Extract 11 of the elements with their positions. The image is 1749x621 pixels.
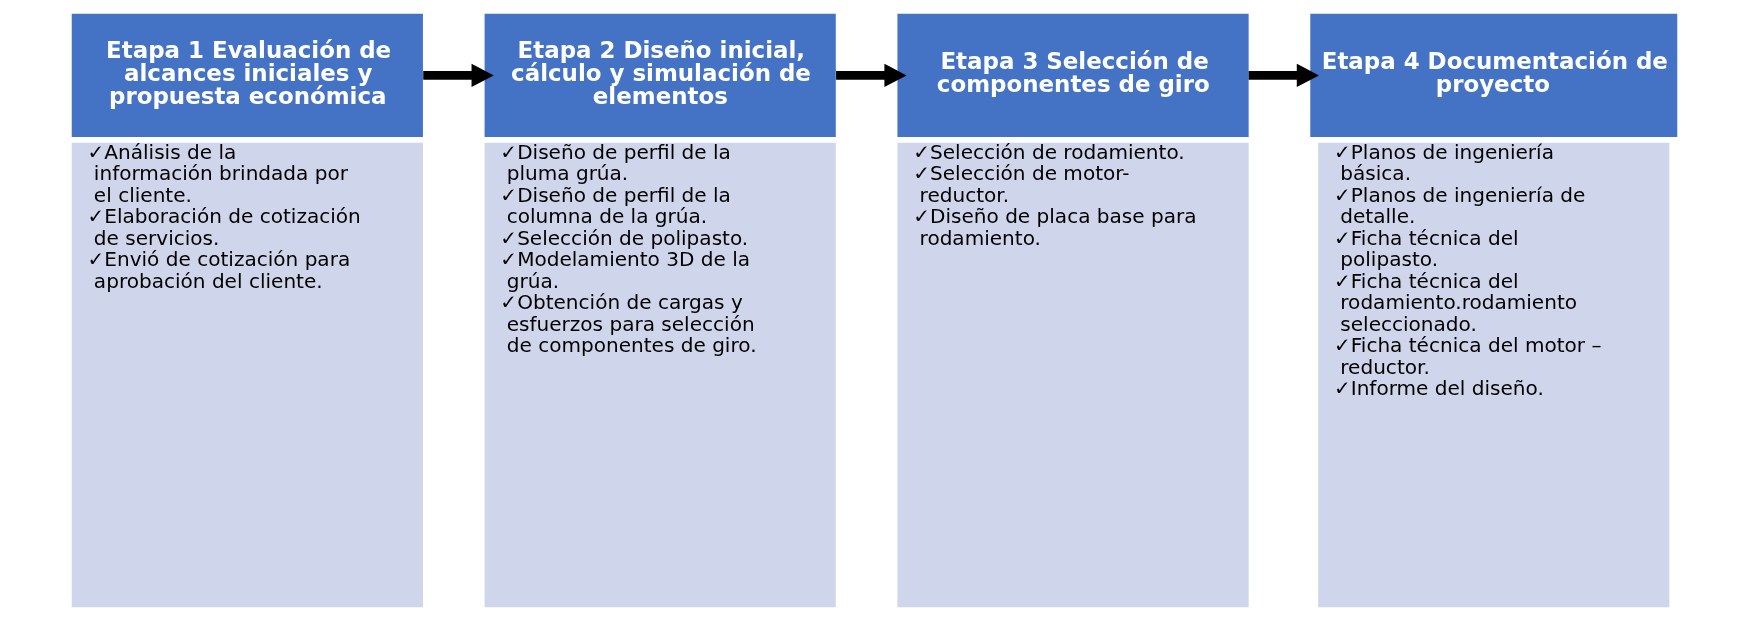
- node-box: ✓Planos de ingeniería básica. ✓Planos de ingeniería de detalle. ✓Ficha técnica del polipasto. ✓Ficha técnica del rodamiento.rodamiento seleccionado. ✓Ficha técnica del motor – reductor. ✓Informe del diseño.: [1318, 142, 1670, 608]
- node-box: Etapa 4 Documentación de proyecto: [1310, 13, 1678, 138]
- arrow: [836, 63, 907, 88]
- node-box: ✓Selección de rodamiento. ✓Selección de motor-reductor. ✓Diseño de placa base para rodamiento.: [897, 142, 1249, 608]
- node-box: Etapa 3 Selección de componentes de giro: [897, 13, 1249, 138]
- arrow: [1248, 63, 1319, 88]
- node-box: ✓Diseño de perfil de la pluma grúa. ✓Diseño de perfil de la columna de la grúa. ✓Selección de polipasto. ✓Modelamiento 3D de la grúa. ✓Obtención de cargas y esfuerzos para selección de componentes de giro.: [484, 142, 836, 608]
- node-box: ✓Análisis de la información brindada por el cliente. ✓Elaboración de cotización de servicios. ✓Envió de cotización para aprobación del cliente.: [71, 142, 423, 608]
- node-box: Etapa 2 Diseño inicial, cálculo y simulación de elementos: [484, 13, 836, 138]
- arrow: [423, 63, 494, 88]
- node-box: Etapa 1 Evaluación de alcances iniciales y propuesta económica: [71, 13, 423, 138]
